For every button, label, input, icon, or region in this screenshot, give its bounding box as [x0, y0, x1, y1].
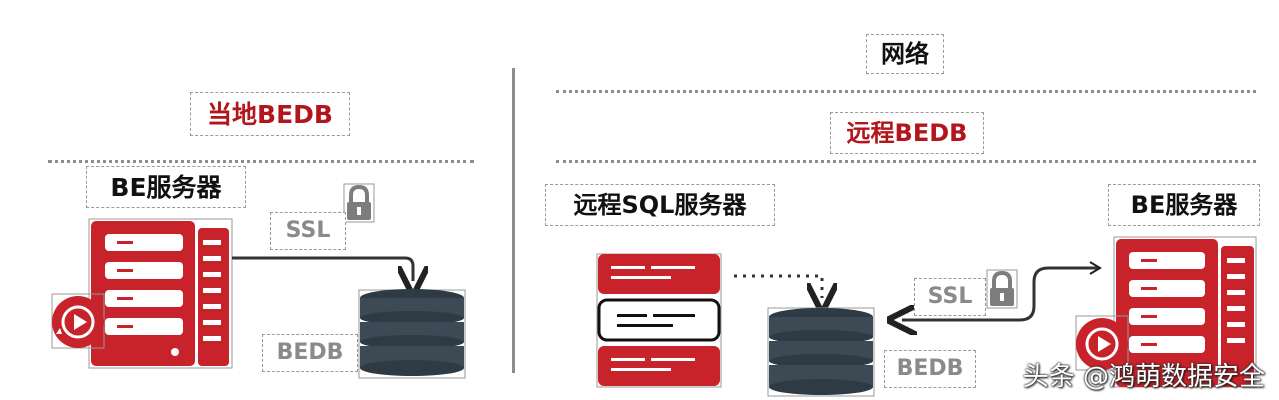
right-ssl-label: SSL [914, 278, 986, 316]
right-dotted-line [556, 160, 1256, 163]
left-be-server-label: BE服务器 [86, 166, 246, 208]
left-ssl-label: SSL [270, 212, 346, 250]
right-db-label: BEDB [884, 350, 976, 388]
left-database-icon [358, 289, 466, 379]
right-connector-arrow-icon [902, 266, 1100, 320]
left-server-icon [88, 218, 233, 369]
sql-connector-arrow-icon [734, 274, 822, 298]
right-be-server-label: BE服务器 [1108, 184, 1260, 226]
right-connector-start-arrow-icon [1089, 261, 1102, 275]
right-lock-icon [986, 269, 1018, 309]
left-connector-arrow-icon [232, 256, 413, 281]
local-bedb-title: 当地BEDB [190, 92, 350, 136]
network-label: 网络 [866, 34, 944, 74]
left-play-badge-icon [51, 293, 105, 349]
right-server-icon [1113, 236, 1257, 388]
left-db-label: BEDB [262, 334, 358, 372]
right-database-icon [767, 307, 875, 397]
remote-sql-server-label: 远程SQL服务器 [545, 184, 775, 226]
watermark-text: 头条 @鸿萌数据安全 [1022, 362, 1265, 392]
left-lock-icon [343, 183, 375, 223]
right-play-badge-icon [1075, 315, 1129, 371]
left-dotted-line [48, 160, 474, 163]
remote-bedb-title: 远程BEDB [830, 112, 984, 154]
center-divider [512, 68, 515, 373]
right-top-dotted-line [556, 90, 1256, 93]
sql-server-icon [596, 253, 722, 388]
